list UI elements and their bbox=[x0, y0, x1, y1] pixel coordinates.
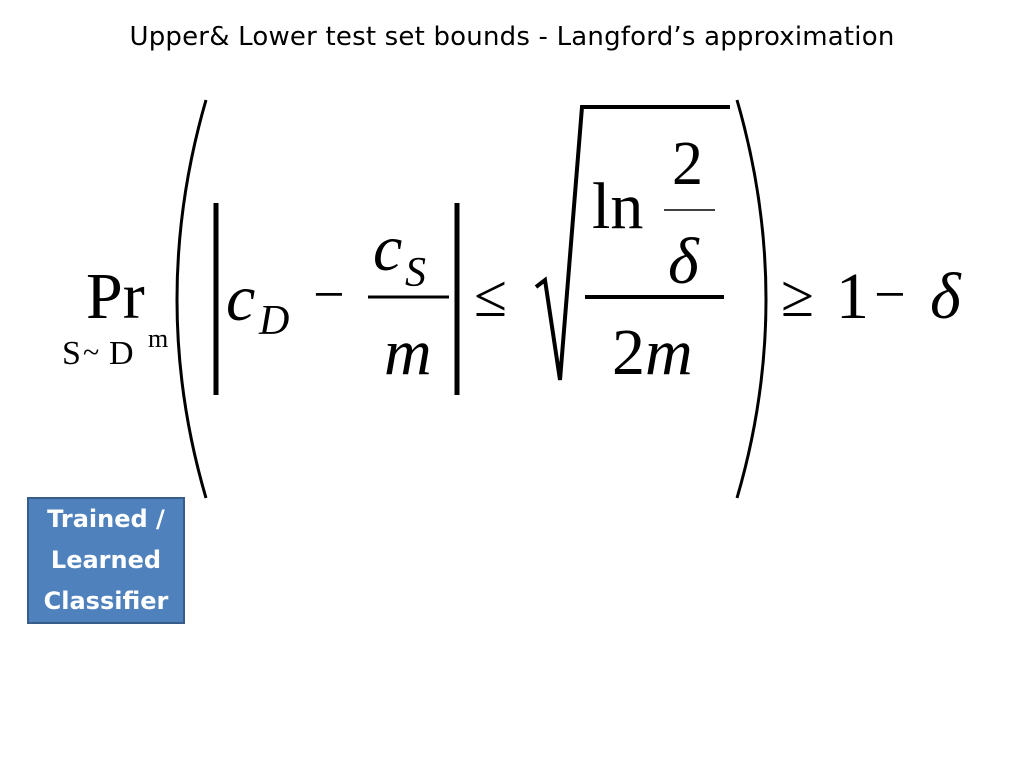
sample-subscript-tilde: ~ bbox=[83, 336, 99, 369]
c-s-subscript: S bbox=[405, 250, 426, 296]
trained-classifier-label-text: Trained / Learned Classifier bbox=[43, 505, 169, 615]
two-m-two: 2 bbox=[612, 316, 645, 389]
pr-operator: Pr bbox=[86, 260, 145, 333]
sample-subscript-s: S bbox=[62, 335, 81, 372]
fraction-denominator-m: m bbox=[384, 316, 432, 389]
c-d-subscript: D bbox=[258, 298, 289, 344]
right-parenthesis bbox=[735, 99, 768, 499]
inner-denominator-delta: δ bbox=[668, 225, 700, 298]
minus-sign: − bbox=[313, 264, 345, 326]
inner-numerator-two: 2 bbox=[672, 130, 703, 198]
geq-sign: ≥ bbox=[781, 263, 814, 329]
ln-function: ln bbox=[592, 170, 643, 243]
sample-subscript-d: D bbox=[109, 335, 134, 372]
two-m-m: m bbox=[645, 316, 693, 389]
denominator-two-m: 2m bbox=[612, 316, 693, 389]
slide-title: Upper& Lower test set bounds - Langford’… bbox=[129, 22, 895, 52]
left-parenthesis bbox=[175, 99, 208, 499]
one-digit: 1 bbox=[836, 260, 869, 333]
c-s-letter: c bbox=[373, 212, 402, 285]
leq-sign: ≤ bbox=[474, 263, 507, 329]
c-d-letter: c bbox=[226, 262, 255, 335]
minus-sign-right: − bbox=[874, 264, 906, 326]
sample-subscript-m: m bbox=[148, 324, 168, 353]
delta-right: δ bbox=[930, 260, 962, 333]
square-root-sign bbox=[534, 105, 730, 381]
trained-classifier-label-box: Trained / Learned Classifier bbox=[27, 497, 185, 624]
